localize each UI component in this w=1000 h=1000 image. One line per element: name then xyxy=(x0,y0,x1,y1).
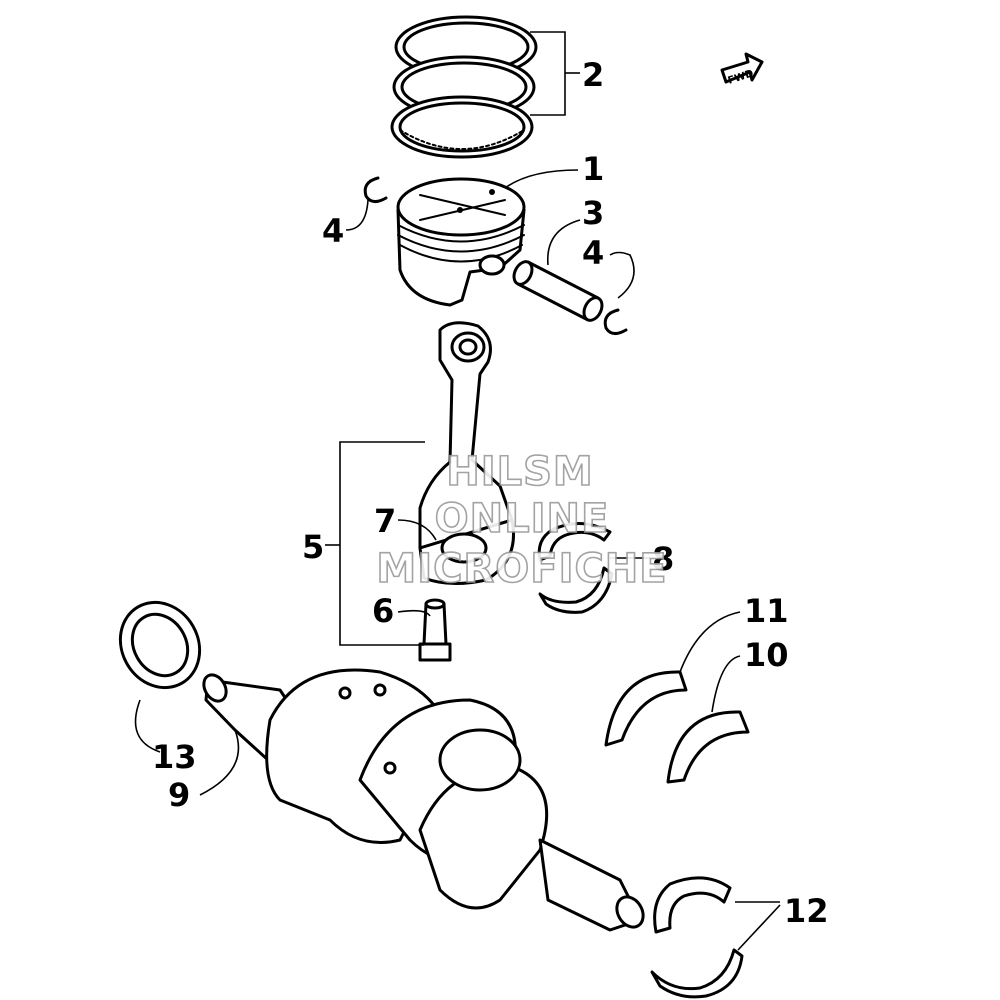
thrust-washer-11 xyxy=(604,670,688,747)
leader-lines xyxy=(134,31,781,951)
circlip-left xyxy=(363,176,388,203)
piston xyxy=(396,177,526,307)
callout-4-left: 4 xyxy=(322,212,344,250)
connecting-rod xyxy=(418,321,515,585)
main-bearing xyxy=(650,876,744,999)
thrust-washer-10 xyxy=(666,710,750,784)
watermark-line-1: HILSM xyxy=(446,449,593,495)
callout-4-right: 4 xyxy=(582,234,604,272)
callout-10: 10 xyxy=(744,636,789,674)
callout-13: 13 xyxy=(152,738,197,776)
callout-1: 1 xyxy=(582,150,604,188)
callout-6: 6 xyxy=(372,592,394,630)
watermark: HILSM ONLINE MICROFICHE xyxy=(376,448,668,593)
callout-11: 11 xyxy=(744,592,789,630)
callout-9: 9 xyxy=(168,776,190,814)
callout-2: 2 xyxy=(582,56,604,94)
piston-pin xyxy=(512,260,604,322)
callout-numbers: 2 1 3 4 4 7 8 5 6 11 10 13 9 12 xyxy=(152,56,829,930)
piston-rings xyxy=(390,15,538,159)
crankshaft xyxy=(202,668,645,932)
circlip-right xyxy=(603,308,628,335)
rod-bearing xyxy=(537,522,614,614)
fwd-arrow-icon: FWD xyxy=(720,52,764,87)
callout-7: 7 xyxy=(374,502,396,540)
rod-bolt xyxy=(418,598,452,662)
callout-12: 12 xyxy=(784,892,829,930)
callout-3: 3 xyxy=(582,194,604,232)
watermark-line-2: ONLINE xyxy=(435,496,610,542)
watermark-line-3: MICROFICHE xyxy=(376,546,667,592)
callout-8: 8 xyxy=(652,540,674,578)
oil-seal xyxy=(118,600,202,690)
callout-5: 5 xyxy=(302,528,324,566)
